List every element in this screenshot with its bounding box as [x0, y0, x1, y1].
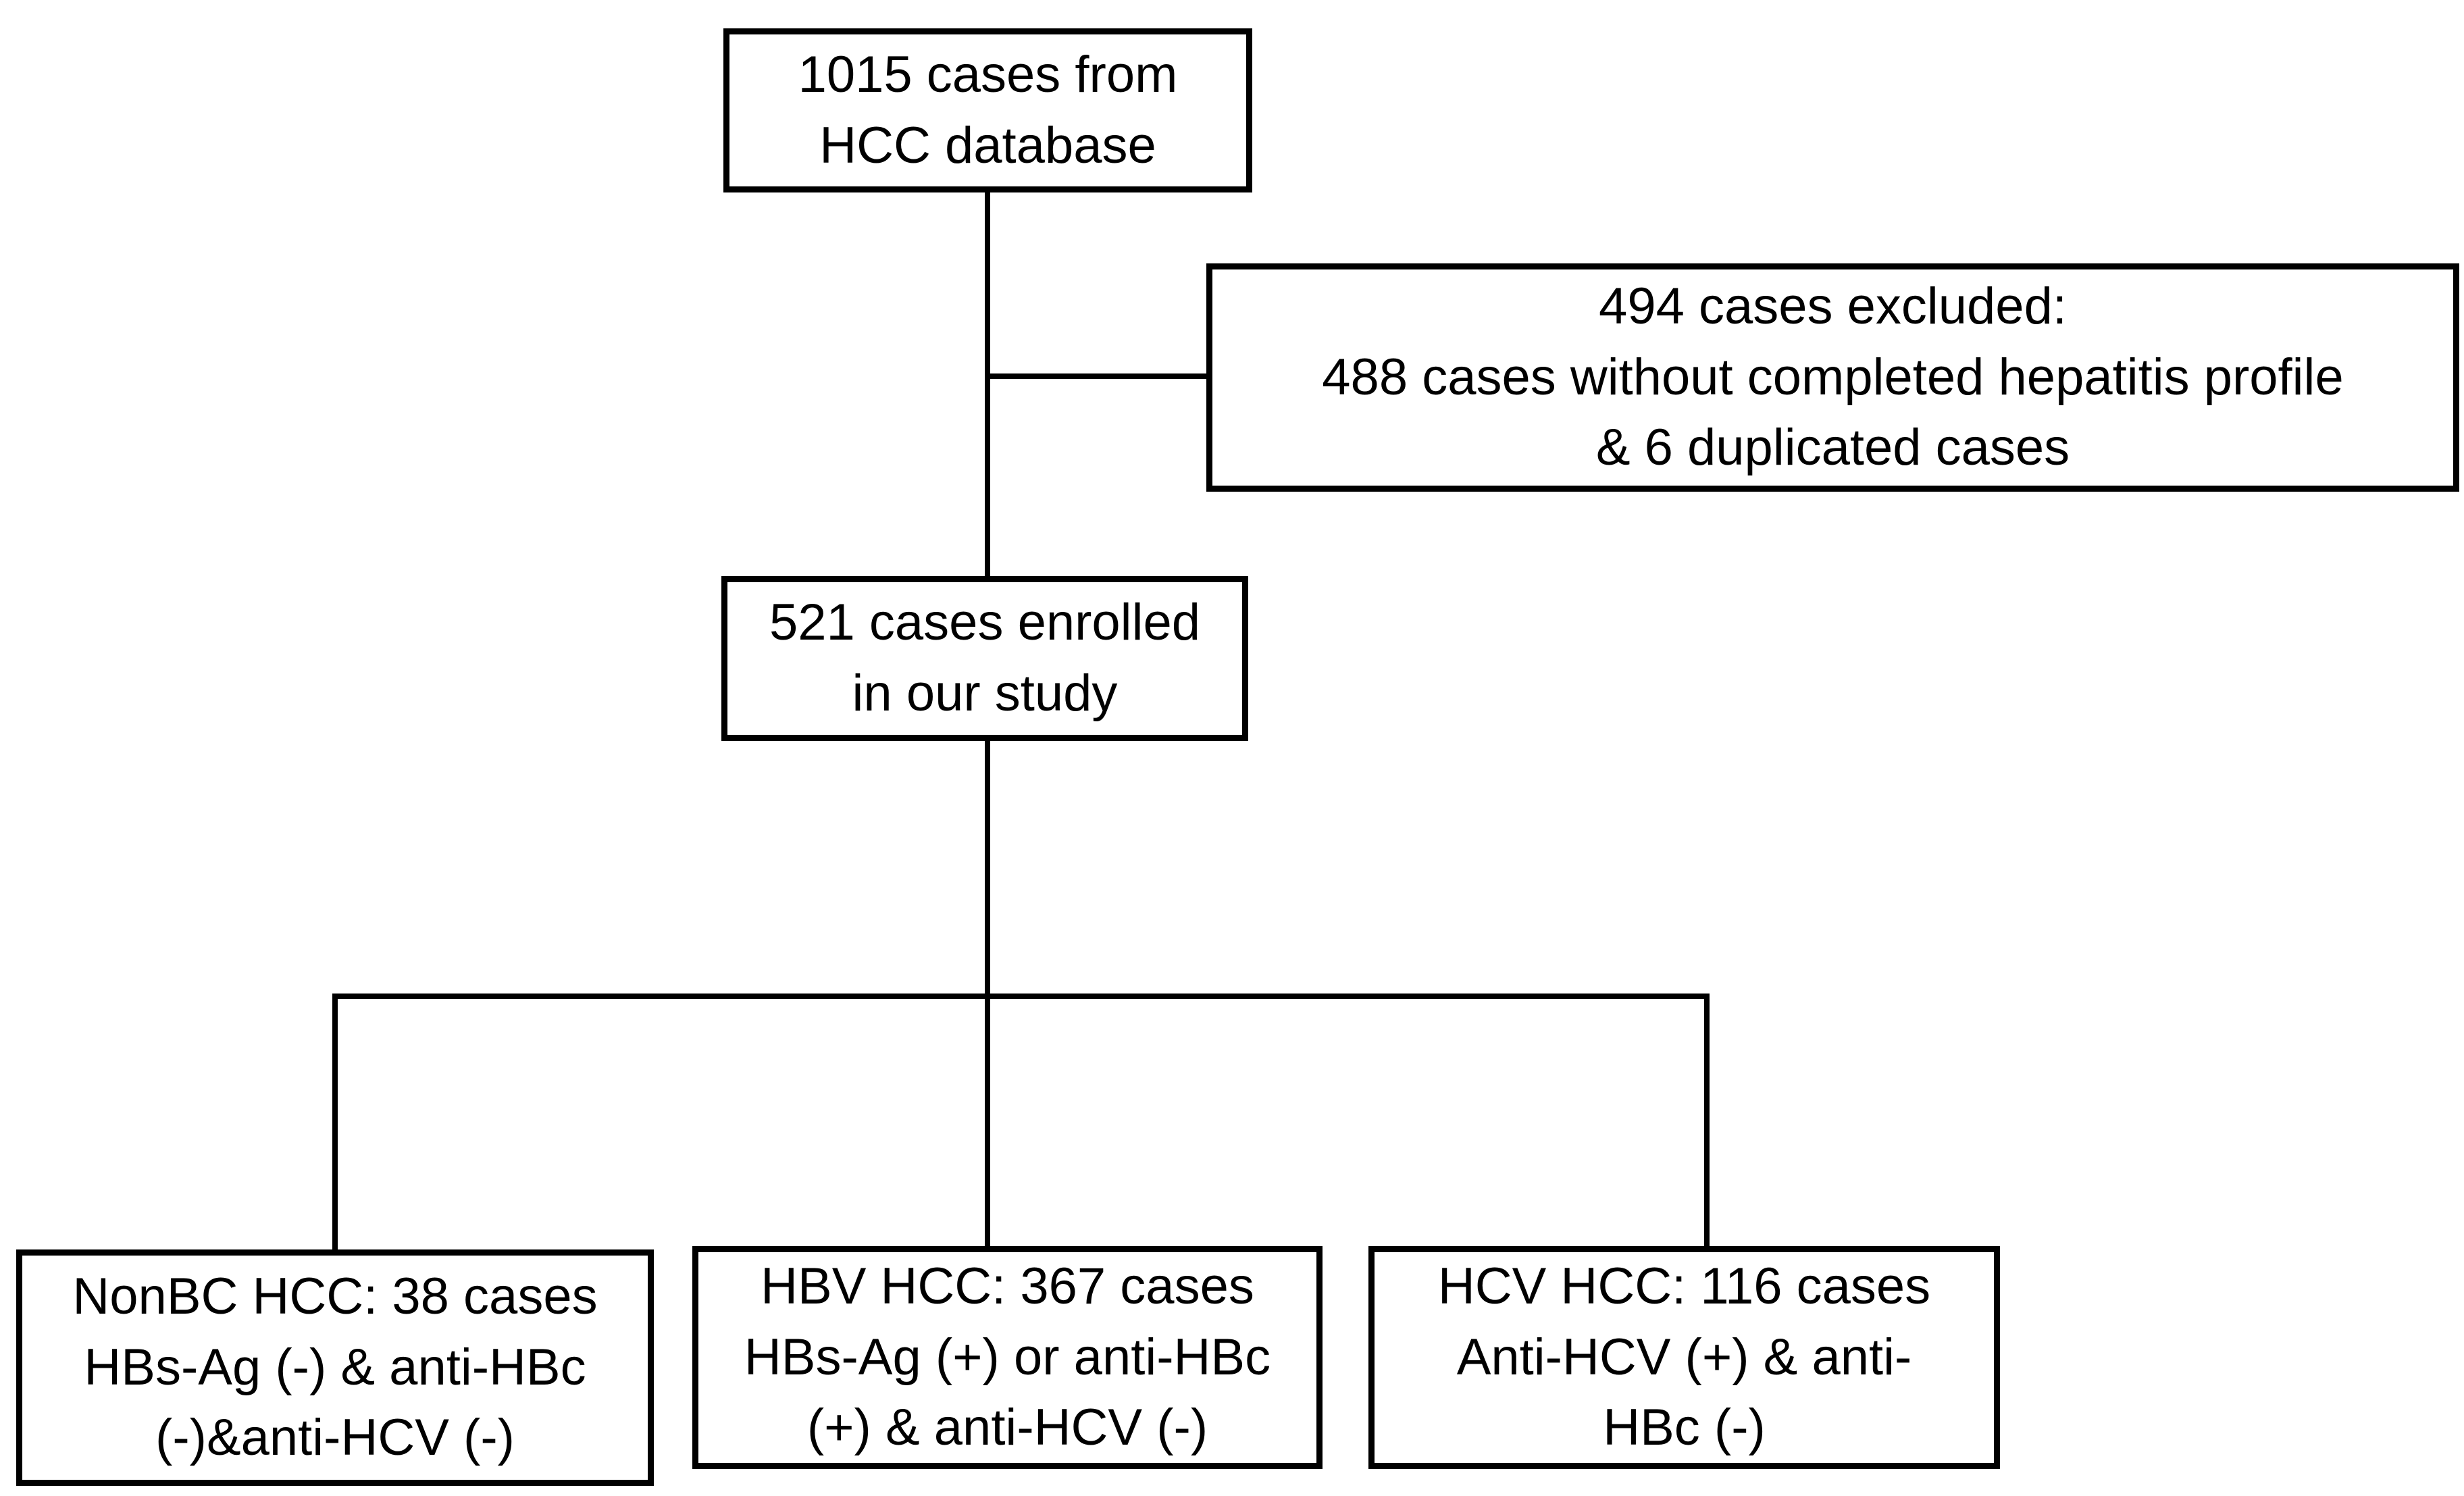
node-hbv: HBV HCC: 367 cases HBs-Ag (+) or anti-HB…	[692, 1246, 1323, 1469]
node-enrolled: 521 cases enrolled in our study	[721, 576, 1248, 741]
node-excluded-line: 494 cases excluded:	[1599, 277, 2067, 335]
node-hcv-line: Anti-HCV (+) & anti-	[1456, 1328, 1912, 1386]
node-nonbc-line: NonBC HCC: 38 cases	[72, 1267, 598, 1325]
node-excluded-line: & 6 duplicated cases	[1595, 419, 2070, 477]
node-nonbc-line: (-)&anti-HCV (-)	[155, 1409, 515, 1467]
node-hcv-line: HBc (-)	[1603, 1399, 1766, 1457]
node-source: 1015 cases from HCC database	[723, 28, 1252, 192]
node-hbv-line: HBV HCC: 367 cases	[761, 1257, 1254, 1315]
node-nonbc-line: HBs-Ag (-) & anti-HBc	[84, 1338, 586, 1396]
node-excluded: 494 cases excluded: 488 cases without co…	[1206, 263, 2459, 492]
node-hbv-line: (+) & anti-HCV (-)	[806, 1399, 1208, 1457]
node-hcv-line: HCV HCC: 116 cases	[1437, 1257, 1931, 1315]
node-source-line: 1015 cases from	[798, 45, 1178, 103]
node-source-line: HCC database	[819, 116, 1156, 174]
node-hcv: HCV HCC: 116 cases Anti-HCV (+) & anti- …	[1368, 1246, 2000, 1469]
node-enrolled-line: 521 cases enrolled	[769, 594, 1200, 652]
node-nonbc: NonBC HCC: 38 cases HBs-Ag (-) & anti-HB…	[16, 1249, 654, 1486]
node-excluded-line: 488 cases without completed hepatitis pr…	[1322, 348, 2344, 406]
node-enrolled-line: in our study	[852, 665, 1118, 722]
node-hbv-line: HBs-Ag (+) or anti-HBc	[744, 1328, 1271, 1386]
